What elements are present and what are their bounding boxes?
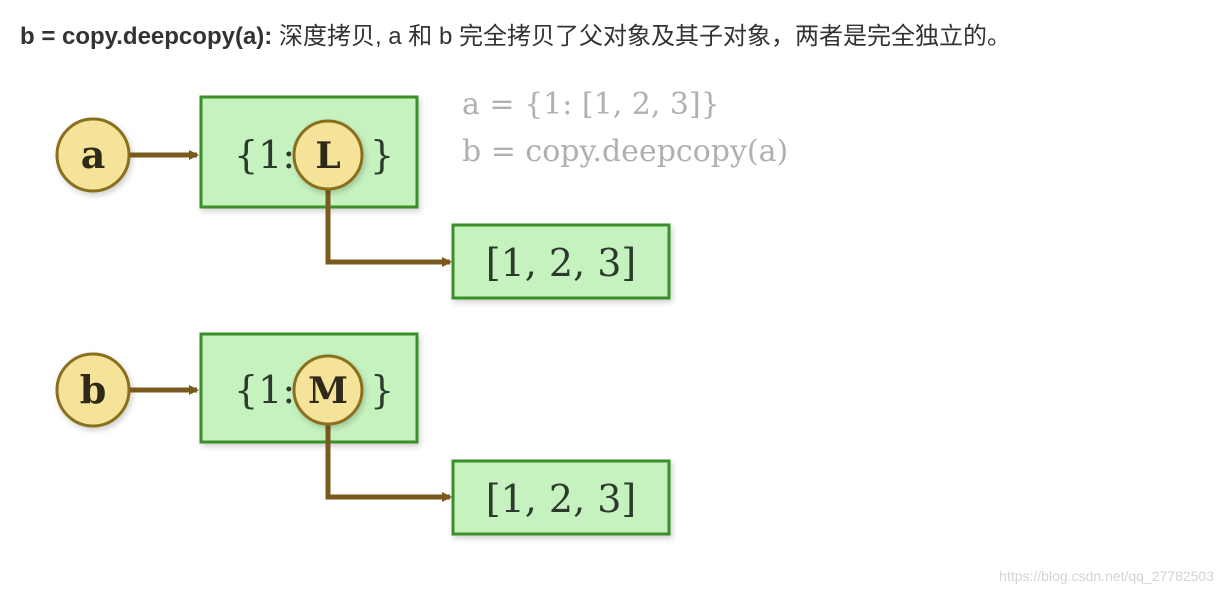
reference-l-label: L [315, 135, 340, 177]
headline-text: 深度拷贝, a 和 b 完全拷贝了父对象及其子对象，两者是完全独立的。 [272, 23, 1011, 50]
reference-m-node [292, 354, 364, 426]
dict-open-b: {1: [234, 368, 295, 412]
code-line-1: a = {1: [1, 2, 3]} [462, 87, 720, 122]
arrow-ref-a-to-list [325, 190, 452, 267]
dict-open-a: {1: [234, 133, 295, 177]
reference-l-node [292, 119, 364, 191]
list-box-b [451, 459, 671, 536]
list-b-text: [1, 2, 3] [486, 477, 637, 521]
reference-m-label: M [308, 370, 348, 412]
arrow-ref-b-to-list [325, 425, 452, 502]
variable-a-label: a [81, 132, 106, 177]
dict-close-b: } [370, 368, 394, 412]
headline-code: b = copy.deepcopy(a): [20, 23, 273, 50]
variable-b-node [55, 352, 131, 428]
variable-a-node [55, 117, 131, 193]
code-line-2: b = copy.deepcopy(a) [462, 134, 788, 169]
dict-box-a [199, 95, 419, 209]
list-a-text: [1, 2, 3] [486, 241, 637, 285]
headline: b = copy.deepcopy(a): 深度拷贝, a 和 b 完全拷贝了父… [20, 16, 1011, 51]
dict-close-a: } [370, 133, 394, 177]
variable-b-label: b [80, 367, 107, 412]
watermark: https://blog.csdn.net/qq_27782503 [999, 568, 1214, 584]
list-box-a [451, 223, 671, 300]
